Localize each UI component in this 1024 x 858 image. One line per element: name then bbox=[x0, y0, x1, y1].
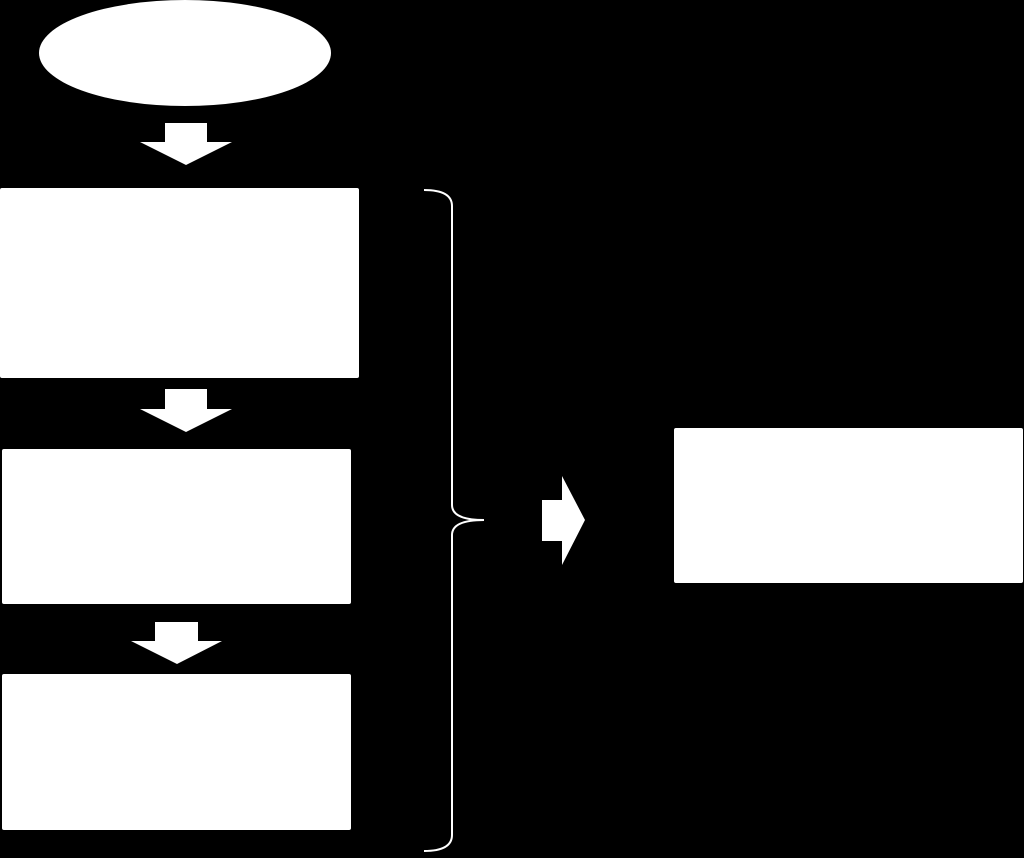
step-3-box bbox=[2, 674, 351, 830]
arrow-right bbox=[542, 476, 585, 565]
arrow-down-1 bbox=[140, 123, 232, 165]
step-1-box bbox=[0, 188, 359, 378]
group-brace bbox=[423, 189, 485, 852]
arrow-down-3 bbox=[131, 622, 222, 664]
step-2-node bbox=[2, 449, 351, 604]
start-ellipse bbox=[39, 0, 331, 106]
result-node bbox=[674, 428, 1023, 583]
step-1-node bbox=[0, 188, 359, 378]
arrow-down-2 bbox=[140, 389, 232, 432]
step-3-node bbox=[2, 674, 351, 830]
result-box bbox=[674, 428, 1023, 583]
step-2-box bbox=[2, 449, 351, 604]
start-node bbox=[39, 0, 331, 106]
